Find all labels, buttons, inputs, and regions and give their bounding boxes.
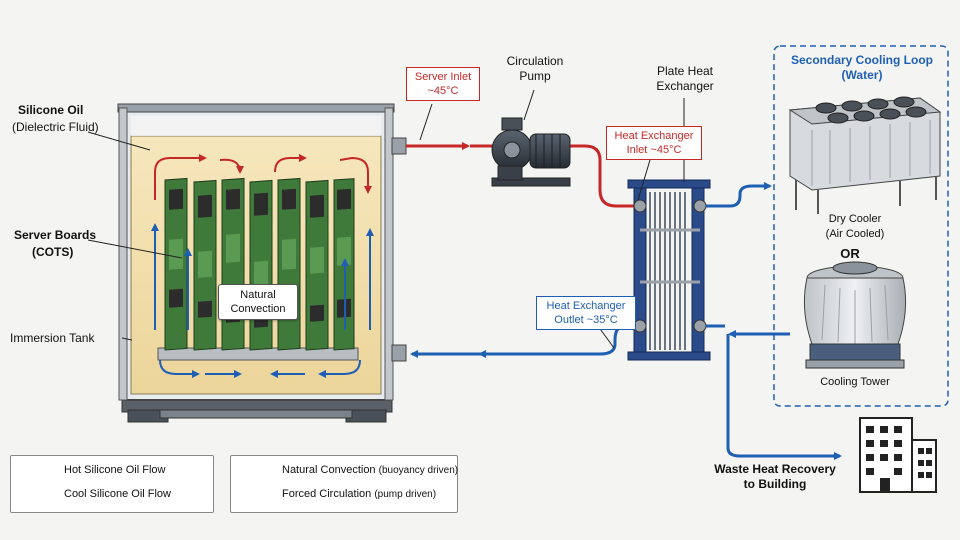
server-inlet-line2: ~45°C xyxy=(427,85,459,97)
waste-heat-line2: to Building xyxy=(743,477,807,491)
legend-flow-box xyxy=(10,455,214,513)
server-board xyxy=(277,177,301,351)
hx-inlet-line1: Heat Exchanger xyxy=(614,130,694,142)
secondary-loop-boundary xyxy=(773,45,949,407)
natural-convection-label: Natural Convection xyxy=(218,284,298,320)
dry-cooler-line2: (Air Cooled) xyxy=(825,228,885,240)
or-label: OR xyxy=(840,246,860,261)
legend-forced-circulation: Forced Circulation (pump driven) xyxy=(282,487,436,502)
hx-inlet-line2: Inlet ~45°C xyxy=(626,144,682,156)
circulation-pump xyxy=(491,117,571,187)
silicone-oil-subtitle: (Dielectric Fluid) xyxy=(12,120,99,134)
hx-outlet-line1: Heat Exchanger xyxy=(546,300,626,312)
dry-cooler-line1: Dry Cooler xyxy=(828,213,882,225)
cooling-tower-label: Cooling Tower xyxy=(820,376,890,388)
hot-pipe xyxy=(406,142,642,210)
legend-forced-circulation-sub: (pump driven) xyxy=(374,489,437,500)
server-board xyxy=(249,179,273,351)
legend-circulation-box xyxy=(230,455,458,513)
legend-natural-convection: Natural Convection (buoyancy driven) xyxy=(282,463,458,478)
circulation-pump-line2: Pump xyxy=(519,69,551,83)
waste-heat-line1: Waste Heat Recovery xyxy=(714,462,836,476)
server-inlet-line1: Server Inlet xyxy=(414,71,472,83)
hx-outlet-callout: Heat Exchanger Outlet ~35°C xyxy=(536,296,636,330)
server-board xyxy=(221,177,245,351)
natural-convection-line2: Convection xyxy=(230,303,286,315)
legend-cool-flow: Cool Silicone Oil Flow xyxy=(64,488,171,500)
plate-hx-line1: Plate Heat xyxy=(656,64,714,78)
immersion-tank-label: Immersion Tank xyxy=(10,331,95,345)
legend-forced-circulation-main: Forced Circulation xyxy=(282,488,372,500)
secondary-loop-line1: Secondary Cooling Loop xyxy=(790,53,933,67)
dry-cooler xyxy=(788,96,942,214)
legend-natural-convection-sub: (buoyancy driven) xyxy=(378,465,459,476)
cooling-tower xyxy=(803,261,907,369)
server-inlet-callout: Server Inlet ~45°C xyxy=(406,67,480,101)
server-boards-title: Server Boards xyxy=(14,228,97,242)
secondary-cooling-loop-title: Secondary Cooling Loop (Water) xyxy=(780,53,944,83)
hx-inlet-callout: Heat Exchanger Inlet ~45°C xyxy=(606,126,702,160)
plate-heat-exchanger-label: Plate Heat Exchanger xyxy=(640,64,730,94)
server-board xyxy=(193,179,217,351)
natural-convection-line1: Natural xyxy=(240,289,276,301)
tank-convection-arrows xyxy=(151,154,374,378)
silicone-oil-title: Silicone Oil xyxy=(18,103,84,117)
server-board xyxy=(164,177,188,351)
server-board xyxy=(305,179,329,351)
legend-natural-convection-main: Natural Convection xyxy=(282,464,376,476)
legend-hot-flow: Hot Silicone Oil Flow xyxy=(64,464,166,476)
circulation-pump-line1: Circulation xyxy=(506,54,564,68)
building-icon xyxy=(859,417,937,493)
plate-hx-line2: Exchanger xyxy=(656,79,714,93)
dry-cooler-label: Dry Cooler (Air Cooled) xyxy=(800,212,910,242)
server-boards-subtitle: (COTS) xyxy=(32,245,74,259)
secondary-water-pipes xyxy=(706,182,842,460)
circulation-pump-label: Circulation Pump xyxy=(500,54,570,84)
plate-heat-exchanger xyxy=(627,179,711,361)
secondary-loop-line2: (Water) xyxy=(841,68,883,82)
waste-heat-recovery-label: Waste Heat Recovery to Building xyxy=(700,462,850,492)
hx-outlet-line2: Outlet ~35°C xyxy=(554,314,618,326)
